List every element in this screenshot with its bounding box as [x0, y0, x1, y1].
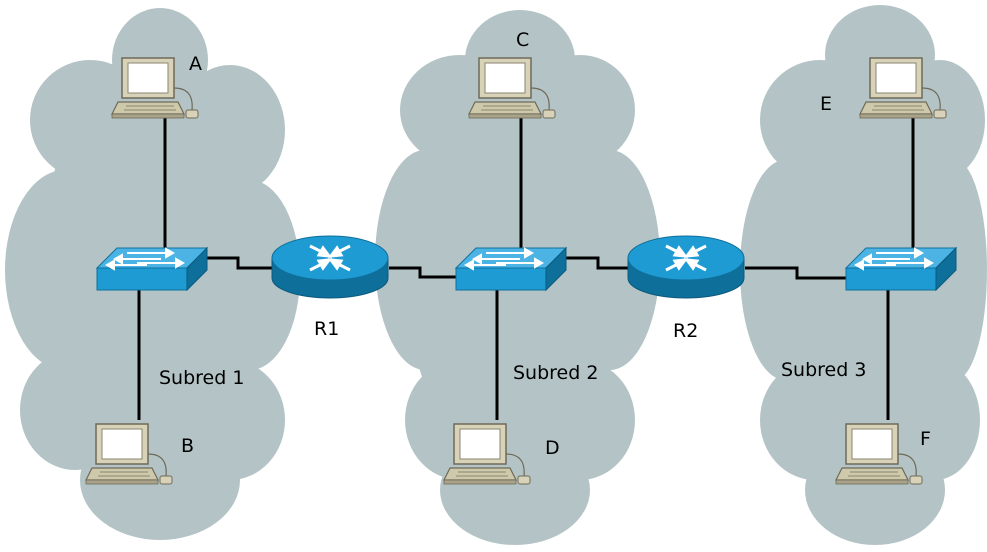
subnet-label-1: Subred 1: [159, 367, 244, 389]
router-icon-r1: [270, 234, 390, 300]
host-label-d: D: [545, 437, 560, 459]
link-r2-switch3: [745, 266, 846, 280]
link-r1-switch2: [389, 266, 456, 279]
host-label-f: F: [920, 428, 931, 450]
subnet-label-3: Subred 3: [781, 359, 866, 381]
link-switch2-r2: [563, 256, 628, 270]
links: [137, 118, 915, 420]
host-label-e: E: [820, 93, 832, 115]
router-label-r2: R2: [673, 320, 698, 342]
subnet-label-2: Subred 2: [513, 362, 598, 384]
switch-icon-2: [455, 247, 567, 291]
host-label-a: A: [189, 53, 202, 75]
router-label-r1: R1: [314, 318, 339, 340]
link-switch1-r1: [205, 256, 272, 270]
host-label-c: C: [516, 29, 529, 51]
switch-icon-1: [96, 247, 208, 291]
cloud-subnet-3: [740, 5, 987, 545]
switch-icon-3: [845, 247, 957, 291]
host-label-b: B: [181, 435, 194, 457]
router-icon-r2: [626, 234, 746, 300]
